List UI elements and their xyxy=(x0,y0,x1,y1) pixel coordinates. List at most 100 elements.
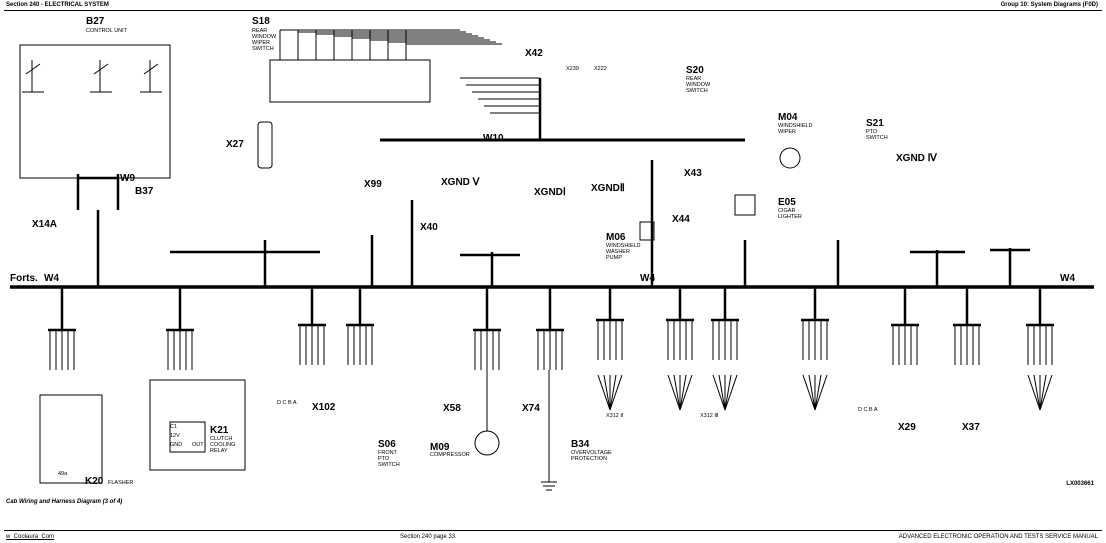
s06-sub2: PTO xyxy=(378,456,390,462)
x42-label: X42 xyxy=(525,48,543,59)
xgnd5-label: XGND Ⅴ xyxy=(441,177,481,188)
k21-sub2: COOLING xyxy=(210,442,235,448)
b34-label: B34 xyxy=(571,439,590,450)
b27-sub: CONTROL UNIT xyxy=(86,28,128,34)
e05-sub1: CIGAR xyxy=(778,208,795,214)
s06-label: S06 xyxy=(378,439,396,450)
x102-pins: D C B A xyxy=(277,400,297,406)
page-header-left: Section 240 - ELECTRICAL SYSTEM xyxy=(6,2,109,8)
x312b-label: X312 Ⅲ xyxy=(700,413,718,419)
k20-label: K20 xyxy=(85,476,104,487)
x43-label: X43 xyxy=(684,168,702,179)
w4-label-left: W4 xyxy=(44,273,59,284)
x37-label: X37 xyxy=(962,422,980,433)
x29-pins: D C B A xyxy=(858,407,878,413)
forts-label: Forts. xyxy=(10,273,38,284)
x27-label: X27 xyxy=(226,139,244,150)
wire xyxy=(603,374,611,411)
w9-label: W9 xyxy=(120,173,135,184)
wire xyxy=(1039,374,1053,411)
m04-label: M04 xyxy=(778,112,798,123)
w4-label-mid: W4 xyxy=(640,273,655,284)
k21-pin-12v: 12V xyxy=(170,433,180,439)
wire xyxy=(718,374,726,411)
x312a-label: X312 Ⅱ xyxy=(606,413,623,419)
m06-sub2: WASHER xyxy=(606,249,630,255)
s18-sub2: WINDOW xyxy=(252,34,277,40)
wire xyxy=(724,374,738,411)
wire xyxy=(609,374,623,411)
s20-sub1: REAR xyxy=(686,76,701,82)
wire xyxy=(609,374,617,411)
b34-sub2: PROTECTION xyxy=(571,456,607,462)
x14a-label: X14A xyxy=(32,219,57,230)
figure-ref: LX003661 xyxy=(1066,481,1094,487)
k20-sub: FLASHER xyxy=(108,480,133,486)
s06-sub3: SWITCH xyxy=(378,462,400,468)
w4-label-right: W4 xyxy=(1060,273,1075,284)
x40-label: X40 xyxy=(420,222,438,233)
wire xyxy=(667,374,681,411)
x239-label: X239 xyxy=(566,66,579,72)
s21-label: S21 xyxy=(866,118,884,129)
wire xyxy=(673,374,681,411)
x44-label: X44 xyxy=(672,214,690,225)
s18-sub1: REAR xyxy=(252,28,267,34)
s21-sub1: PTO xyxy=(866,129,878,135)
x29-label: X29 xyxy=(898,422,916,433)
wire xyxy=(93,63,109,75)
b27-label: B27 xyxy=(86,16,105,27)
wire xyxy=(802,374,816,411)
s18-label: S18 xyxy=(252,16,270,27)
wire xyxy=(597,374,611,411)
s20-label: S20 xyxy=(686,65,704,76)
wire xyxy=(814,374,822,411)
k20-pin-49a: 49a xyxy=(58,471,68,477)
wire xyxy=(712,374,726,411)
m09-label: M09 xyxy=(430,442,450,453)
xgnd2-label: XGNDⅡ xyxy=(591,183,625,194)
wire xyxy=(814,374,828,411)
e05-label: E05 xyxy=(778,197,796,208)
wire xyxy=(1039,374,1047,411)
m06-sub3: PUMP xyxy=(606,255,622,261)
m09-sub: COMPRESSOR xyxy=(430,452,470,458)
wire xyxy=(25,63,41,75)
x222-label: X222 xyxy=(594,66,607,72)
wire xyxy=(1033,374,1041,411)
wire xyxy=(808,374,816,411)
wire xyxy=(1027,374,1041,411)
xgnd4-label: XGND Ⅳ xyxy=(896,153,938,164)
footer-left[interactable]: w_Coolaura_Com xyxy=(6,534,55,540)
m06-sub1: WINDSHIELD xyxy=(606,243,641,249)
k21-pin-gnd: GND xyxy=(170,442,182,448)
s21-sub2: SWITCH xyxy=(866,135,888,141)
s18-sub3: WIPER xyxy=(252,40,270,46)
x74-label: X74 xyxy=(522,403,540,414)
s20-sub3: SWITCH xyxy=(686,88,708,94)
k21-pin-c1: C1 xyxy=(170,424,177,430)
b34-sub1: OVERVOLTAGE xyxy=(571,450,612,456)
wire xyxy=(679,374,687,411)
k21-sub3: RELAY xyxy=(210,448,228,454)
m04-sub2: WIPER xyxy=(778,129,796,135)
k21-sub1: CLUTCH xyxy=(210,436,232,442)
m04-sub1: WINDSHIELD xyxy=(778,123,813,129)
wire xyxy=(143,63,159,75)
page-header-right: Group 10: System Diagrams (F0D) xyxy=(1000,2,1098,8)
k21-label: K21 xyxy=(210,425,229,436)
footer-rule xyxy=(4,530,1102,531)
header-rule xyxy=(4,10,1102,11)
wire xyxy=(724,374,732,411)
x102-label: X102 xyxy=(312,402,336,413)
s20-sub2: WINDOW xyxy=(686,82,711,88)
e05-sub2: LIGHTER xyxy=(778,214,802,220)
w10-label: W10 xyxy=(483,133,504,144)
footer-right: ADVANCED ELECTRONIC OPERATION AND TESTS … xyxy=(898,534,1098,540)
x99-label: X99 xyxy=(364,179,382,190)
xgnd1-label: XGNDⅠ xyxy=(534,187,566,198)
wire xyxy=(679,374,693,411)
x58-label: X58 xyxy=(443,403,461,414)
s06-sub1: FRONT xyxy=(378,450,398,456)
